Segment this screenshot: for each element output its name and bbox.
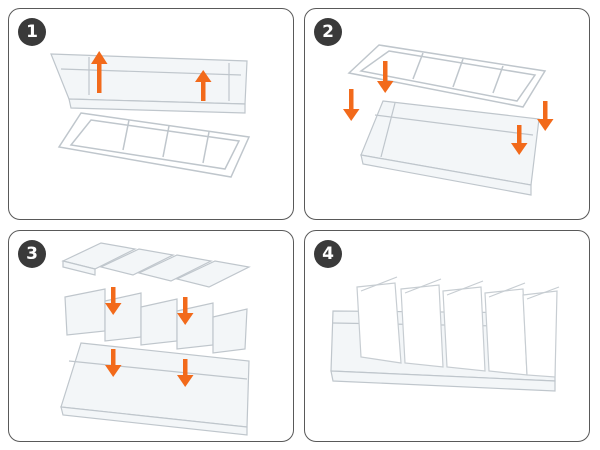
- step-panel-4: 4: [304, 230, 590, 442]
- arrow-down-icon: [343, 89, 360, 121]
- rim-frame: [349, 45, 545, 107]
- step-4-illustration: [305, 231, 590, 442]
- step-panel-1: 1: [8, 8, 294, 220]
- tray: [61, 343, 249, 435]
- step-panel-3: 3: [8, 230, 294, 442]
- step-2-illustration: [305, 9, 590, 220]
- tray: [51, 54, 247, 113]
- step-panel-2: 2: [304, 8, 590, 220]
- step-1-illustration: [9, 9, 294, 220]
- lid-row: [63, 243, 249, 287]
- rim-frame: [59, 113, 249, 177]
- step-3-illustration: [9, 231, 294, 442]
- arrow-down-icon: [537, 101, 554, 131]
- tray: [361, 101, 539, 195]
- bin-row: [65, 289, 247, 353]
